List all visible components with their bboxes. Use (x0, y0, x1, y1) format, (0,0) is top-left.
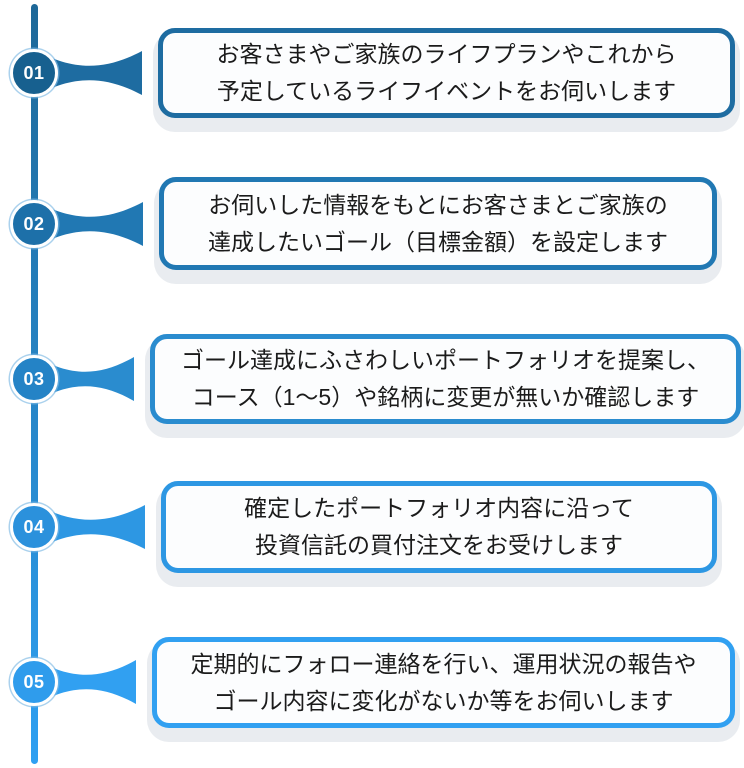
connector-icon (34, 658, 136, 706)
step-text-line: お伺いした情報をもとにお客さまとご家族の (208, 191, 668, 218)
step-text-line: 確定したポートフォリオ内容に沿って (244, 495, 634, 521)
step-number-badge: 05 (10, 658, 58, 706)
step-text-box: 確定したポートフォリオ内容に沿って 投資信託の買付注文をお受けします (161, 481, 717, 573)
step-text-line: ゴール達成にふさわしいポートフォリオを提案し、 (181, 347, 710, 373)
step-text-box: ゴール達成にふさわしいポートフォリオを提案し、 コース（1～5）や銘柄に変更が無… (150, 334, 741, 424)
step-text-line: ゴール内容に変化がないか等をお伺いします (213, 687, 674, 714)
step-text-line: 定期的にフォロー連絡を行い、運用状況の報告や (190, 650, 697, 677)
step-text-box: お伺いした情報をもとにお客さまとご家族の 達成したいゴール（目標金額）を設定しま… (159, 177, 717, 270)
step-text-line: 達成したいゴール（目標金額）を設定します (208, 228, 668, 255)
connector-icon (34, 49, 142, 97)
step-text-box: 定期的にフォロー連絡を行い、運用状況の報告や ゴール内容に変化がないか等をお伺い… (152, 637, 735, 728)
step-text-box: お客さまやご家族のライフプランやこれから 予定しているライフイベントをお伺いしま… (158, 28, 735, 118)
step-number-badge: 03 (10, 355, 58, 403)
step-text-line: 投資信託の買付注文をお受けします (255, 532, 623, 558)
connector-icon (34, 200, 143, 248)
step-number-badge: 01 (10, 49, 58, 97)
step-text-line: お客さまやご家族のライフプランやこれから (216, 41, 677, 67)
connector-icon (34, 355, 134, 403)
step-number-badge: 04 (10, 503, 58, 551)
step-text-line: コース（1～5）や銘柄に変更が無いか確認します (191, 384, 700, 410)
step-text-line: 予定しているライフイベントをお伺いします (216, 78, 677, 104)
step-number-badge: 02 (10, 200, 58, 248)
connector-icon (34, 503, 145, 551)
